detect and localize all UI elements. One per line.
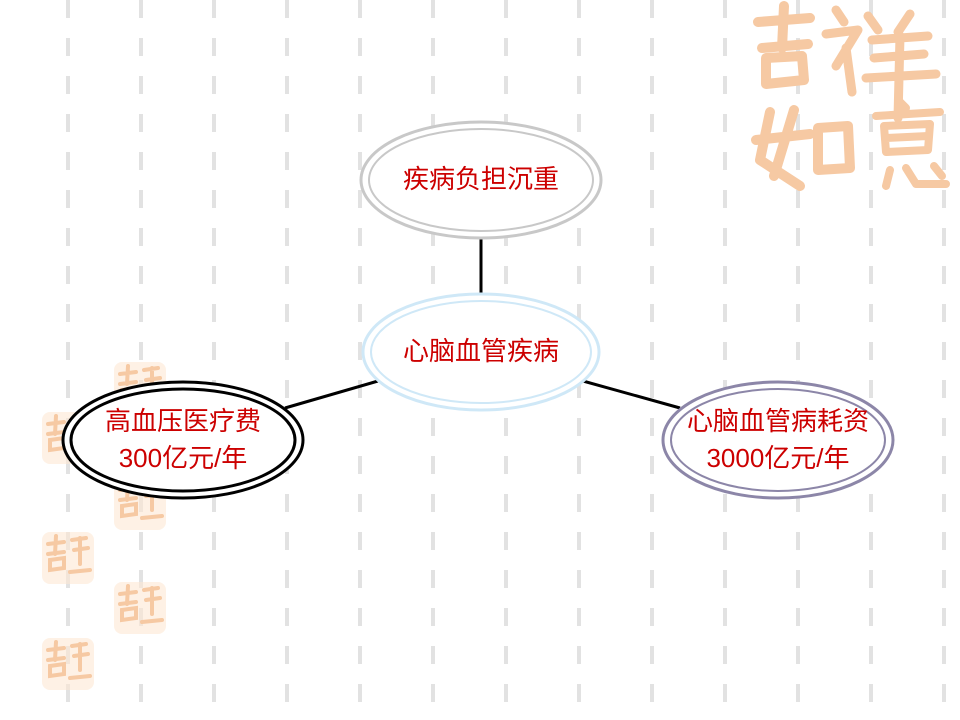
- top-node-label: 疾病负担沉重: [402, 165, 559, 195]
- top-node-ellipse: [359, 120, 603, 240]
- small-seal-logo: [42, 638, 94, 690]
- right-node-ellipse: [661, 380, 895, 500]
- left-node-line1: 高血压医疗费: [104, 407, 261, 437]
- right-node-line1: 心脑血管病耗资: [686, 407, 869, 437]
- small-seal-logo: [114, 582, 166, 634]
- small-seal-logo: [42, 532, 94, 584]
- auspicious-calligraphy-logo: [751, 1, 950, 191]
- left-node-ellipse: [61, 380, 305, 500]
- connector-center-right: [582, 379, 681, 410]
- left-node-line2: 300亿元/年: [118, 443, 248, 473]
- center-node-label: 心脑血管疾病: [402, 337, 559, 367]
- left-node-label: 高血压医疗费 300亿元/年: [63, 404, 303, 476]
- center-node-ellipse: [361, 292, 601, 412]
- right-node-line2: 3000亿元/年: [706, 443, 850, 473]
- connector-center-left: [284, 379, 379, 410]
- right-node-label: 心脑血管病耗资 3000亿元/年: [658, 404, 898, 476]
